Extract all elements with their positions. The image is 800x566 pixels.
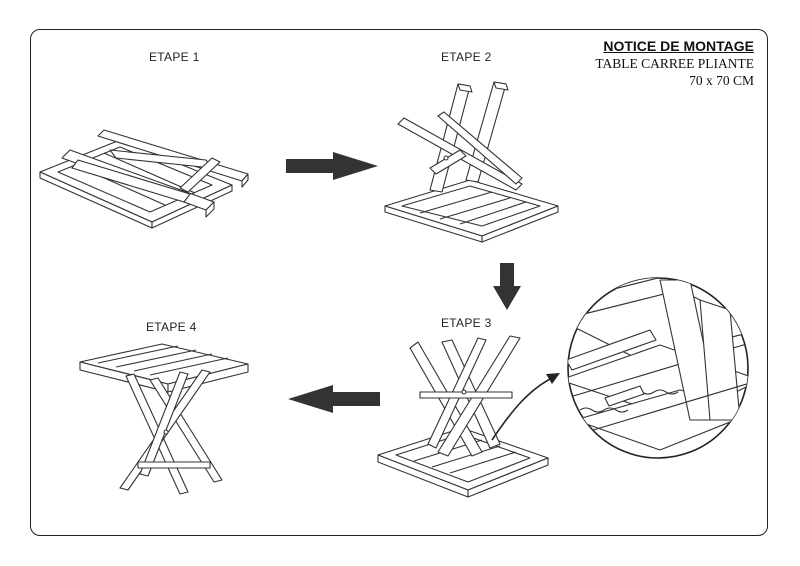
zoom-detail-latch [567, 277, 749, 459]
arrow-left [288, 385, 380, 413]
step-2-table-unfolding [384, 81, 559, 243]
step-2-label: ETAPE 2 [441, 50, 492, 64]
step-4-label: ETAPE 4 [146, 320, 197, 334]
zoom-pointer-head [546, 373, 560, 384]
step-3-label: ETAPE 3 [441, 316, 492, 330]
step-4-assembled-table [79, 343, 249, 495]
product-dimensions: 70 x 70 CM [689, 73, 754, 88]
arrow-right [286, 152, 378, 180]
step-1-folded-table [39, 129, 249, 229]
step-1-label: ETAPE 1 [149, 50, 200, 64]
instruction-frame [30, 29, 768, 536]
product-name: TABLE CARREE PLIANTE [595, 56, 754, 71]
zoom-pointer-curve [491, 375, 557, 441]
step-3-legs-locked [377, 335, 549, 498]
arrow-down [493, 263, 521, 310]
notice-title: NOTICE DE MONTAGE [603, 38, 754, 54]
